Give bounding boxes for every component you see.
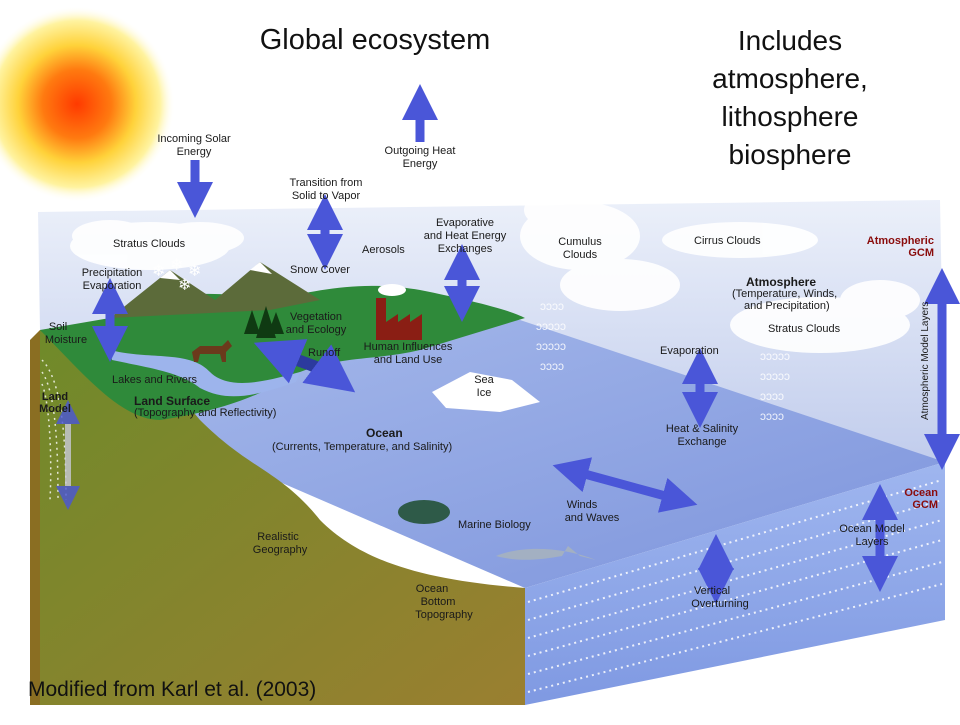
ocean-label: Ocean xyxy=(366,426,403,440)
shark-icon xyxy=(496,546,596,560)
stratus-left-label: Stratus Clouds xyxy=(113,238,186,250)
sun xyxy=(0,6,175,202)
includes-caption: Includes atmosphere, lithosphere biosphe… xyxy=(680,22,900,174)
svg-text:ↄↄↄↄↄ: ↄↄↄↄↄ xyxy=(760,369,790,383)
evaporation-label: Evaporation xyxy=(660,345,719,357)
atm-model-layers-label: Atmospheric Model Layers xyxy=(920,302,931,420)
runoff-label: Runoff xyxy=(308,347,341,359)
svg-text:ↄↄↄↄ: ↄↄↄↄ xyxy=(760,409,784,423)
svg-text:ↄↄↄↄ: ↄↄↄↄ xyxy=(760,389,784,403)
clouds xyxy=(70,190,920,353)
trees-icon xyxy=(244,306,284,338)
turtle-icon xyxy=(398,500,450,524)
svg-text:❄: ❄ xyxy=(178,277,191,294)
deer-icon xyxy=(192,340,232,362)
svg-text:ↄↄↄↄ: ↄↄↄↄ xyxy=(540,359,564,373)
includes-line: Includes xyxy=(737,25,843,56)
includes-line: atmosphere, xyxy=(712,63,868,94)
ocean-front-face xyxy=(525,462,945,705)
includes-line: biosphere xyxy=(728,139,852,170)
svg-text:ↄↄↄↄ: ↄↄↄↄ xyxy=(540,299,564,313)
runoff-arrow xyxy=(253,339,356,393)
energy-arrows xyxy=(92,84,960,604)
factory-icon xyxy=(376,284,422,340)
svg-text:❄: ❄ xyxy=(170,257,183,274)
svg-text:ↄↄↄↄↄ: ↄↄↄↄↄ xyxy=(536,319,566,333)
lakes-and-rivers xyxy=(110,350,300,397)
source-credit: Modified from Karl et al. (2003) xyxy=(28,678,317,701)
aerosols-label: Aerosols xyxy=(362,244,405,256)
winds-arrow xyxy=(552,457,698,513)
snow-cover-label: Snow Cover xyxy=(290,264,350,276)
atmosphere-label: Atmosphere xyxy=(746,275,816,289)
marine-biology-label: Marine Biology xyxy=(458,519,531,531)
land-surface-label: Land Surface xyxy=(134,394,210,408)
cirrus-label: Cirrus Clouds xyxy=(694,235,761,247)
atmosphere-sub-label: (Temperature, Winds,and Precipitation) xyxy=(732,288,837,312)
includes-line: lithosphere xyxy=(721,101,859,132)
svg-text:❄: ❄ xyxy=(152,263,165,280)
stratus-right-label: Stratus Clouds xyxy=(768,323,841,335)
svg-text:❄: ❄ xyxy=(188,263,201,280)
land-surface-sub-label: (Topography and Reflectivity) xyxy=(134,407,276,419)
svg-text:ↄↄↄↄↄ: ↄↄↄↄↄ xyxy=(536,339,566,353)
snowflakes: ❄❄❄❄ xyxy=(152,257,201,294)
lakes-rivers-label: Lakes and Rivers xyxy=(112,374,197,386)
land-cross-section xyxy=(40,330,525,705)
ocean-sub-label: (Currents, Temperature, and Salinity) xyxy=(272,441,452,453)
page-title: Global ecosystem xyxy=(259,24,491,56)
sea-ice xyxy=(432,372,540,412)
soil-layer-lines xyxy=(41,359,67,501)
land-left-face xyxy=(30,330,40,705)
svg-text:ↄↄↄↄↄ: ↄↄↄↄↄ xyxy=(760,349,790,363)
